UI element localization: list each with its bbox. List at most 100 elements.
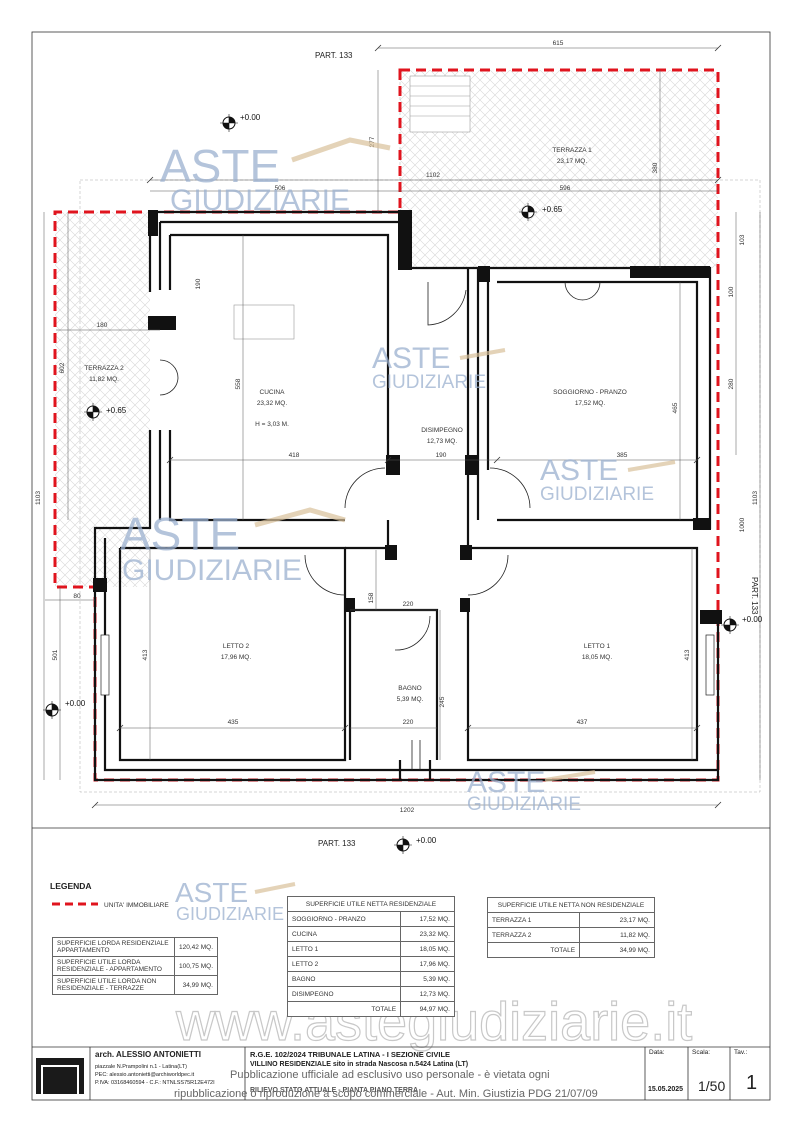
summary-value: 100,75 MQ. [174,956,218,976]
cucina-name: CUCINA [260,389,286,396]
dim-385: 385 [617,452,628,459]
notice-line-1: Pubblicazione ufficiale ad esclusivo uso… [230,1069,550,1081]
soggiorno-name: SOGGIORNO - PRANZO [553,389,627,396]
terrazza2-name: TERRAZZA 2 [84,365,124,372]
level-right: +0.00 [742,615,763,624]
row-value: 11,82 MQ. [579,927,655,943]
terrazza2-area [55,212,150,587]
dim-1202: 1202 [400,807,415,814]
stairs-top [409,75,471,133]
svg-text:ASTE: ASTE [175,877,248,908]
row-label: SOGGIORNO - PRANZO [286,911,402,927]
dim-1103-right: 1103 [752,491,759,505]
watermark-center: ASTE GIUDIZIARIE [372,342,506,393]
disimpegno-area: 12,73 MQ. [427,438,458,445]
cucina-area: 23,32 MQ. [257,400,288,407]
case-number: R.G.E. 102/2024 TRIBUNALE LATINA - I SEZ… [250,1050,451,1059]
table-header: SUPERFICIE UTILE NETTA RESIDENZIALE [287,896,455,912]
dim-596: 596 [560,185,571,192]
parcel-right: PART. 133 [750,577,759,615]
dimension-ticks [91,44,722,809]
kitchen-counter [233,304,295,340]
dim-437: 437 [577,719,588,726]
dim-615: 615 [553,40,564,47]
svg-text:ASTE: ASTE [120,508,240,560]
scale-value: 1/50 [698,1078,726,1094]
residential-title: SUPERFICIE UTILE NETTA RESIDENZIALE [287,896,455,912]
svg-text:GIUDIZIARIE: GIUDIZIARIE [176,904,284,924]
row-label: TERRAZZA 2 [486,927,581,943]
architect-name: arch. ALESSIO ANTONIETTI [95,1050,201,1059]
svg-text:ASTE: ASTE [372,342,450,375]
dim-380: 380 [652,162,659,173]
dim-80: 80 [73,593,81,600]
dim-558: 558 [235,378,242,389]
letto2-name: LETTO 2 [223,643,250,650]
dim-506: 506 [275,185,286,192]
level-top: +0.00 [240,113,261,122]
total-value: 94,97 MQ. [400,1001,455,1017]
logo-box [36,1058,84,1094]
svg-text:GIUDIZIARIE: GIUDIZIARIE [170,184,350,217]
dim-103: 103 [739,234,746,245]
disimpegno-name: DISIMPEGNO [421,427,463,434]
unit-boundary [53,68,720,782]
date-value: 15.05.2025 [648,1086,684,1093]
watermark-right: ASTE GIUDIZIARIE [540,454,676,505]
watermark-bottom: ASTE GIUDIZIARIE [467,766,596,815]
total-value: 34,99 MQ. [579,942,655,958]
table-row: SUPERFICIE UTILE LORDA RESIDENZIALE - AP… [51,956,218,976]
dim-180: 180 [97,322,108,329]
row-value: 17,52 MQ. [400,911,455,927]
level-terrace2: +0.65 [106,406,127,415]
terrazza2-area-text: 11,82 MQ. [89,376,119,383]
parcel-bottom: PART. 133 [318,839,356,848]
sheet-label: Tav.: [734,1049,748,1056]
room-labels: TERRAZZA 1 23,17 MQ. TERRAZZA 2 11,82 MQ… [84,147,627,703]
dim-277: 277 [369,136,376,147]
dim-190a: 190 [195,278,202,289]
legend-item-label: UNITA' IMMOBILIARE [104,902,169,909]
nonresidential-table: SUPERFICIE UTILE NETTA NON RESIDENZIALE … [486,897,655,958]
total-label: TOTALE [286,1001,402,1017]
level-bottom: +0.00 [416,836,437,845]
nonresidential-title: SUPERFICIE UTILE NETTA NON RESIDENZIALE [487,897,655,913]
dim-190b: 190 [436,452,447,459]
watermark-top: ASTE GIUDIZIARIE [160,137,391,217]
dim-465: 465 [672,402,679,413]
dimension-texts: 615 277 1102 596 506 380 103 100 280 190… [35,40,759,814]
watermark-legend: ASTE GIUDIZIARIE [175,877,296,924]
row-label: LETTO 2 [286,956,402,972]
architect-piva: P.IVA: 03168460594 - C.F.: NTNLSS75R12E4… [95,1080,215,1086]
summary-label: SUPERFICIE UTILE LORDA NON RESIDENZIALE … [51,975,176,995]
row-value: 17,96 MQ. [400,956,455,972]
letto1-area: 18,05 MQ. [582,654,613,661]
summary-label: SUPERFICIE UTILE LORDA RESIDENZIALE - AP… [51,956,176,976]
table-row: SUPERFICIE UTILE LORDA NON RESIDENZIALE … [51,975,218,995]
wall-fill [93,210,722,624]
drawing-title: RILIEVO STATO ATTUALE - PIANTA PIANO TER… [250,1087,418,1094]
svg-text:GIUDIZIARIE: GIUDIZIARIE [540,484,654,505]
svg-text:GIUDIZIARIE: GIUDIZIARIE [467,794,581,815]
window-right [705,634,715,696]
dim-220a: 220 [403,601,414,608]
summary-value: 120,42 MQ. [174,937,218,957]
dim-220b: 220 [403,719,414,726]
row-label: LETTO 1 [286,941,402,957]
svg-text:ASTE: ASTE [540,454,618,487]
summary-table: SUPERFICIE LORDA RESIDENZIALE APPARTAMEN… [51,937,218,995]
sheet-frame [31,31,771,1101]
parcel-top: PART. 133 [315,51,353,60]
row-label: BAGNO [286,971,402,987]
dim-100: 100 [728,286,735,297]
summary-label: SUPERFICIE LORDA RESIDENZIALE APPARTAMEN… [51,937,176,957]
terrazza1-area-text: 23,17 MQ. [557,158,588,165]
date-label: Data: [649,1049,665,1056]
row-value: 18,05 MQ. [400,941,455,957]
